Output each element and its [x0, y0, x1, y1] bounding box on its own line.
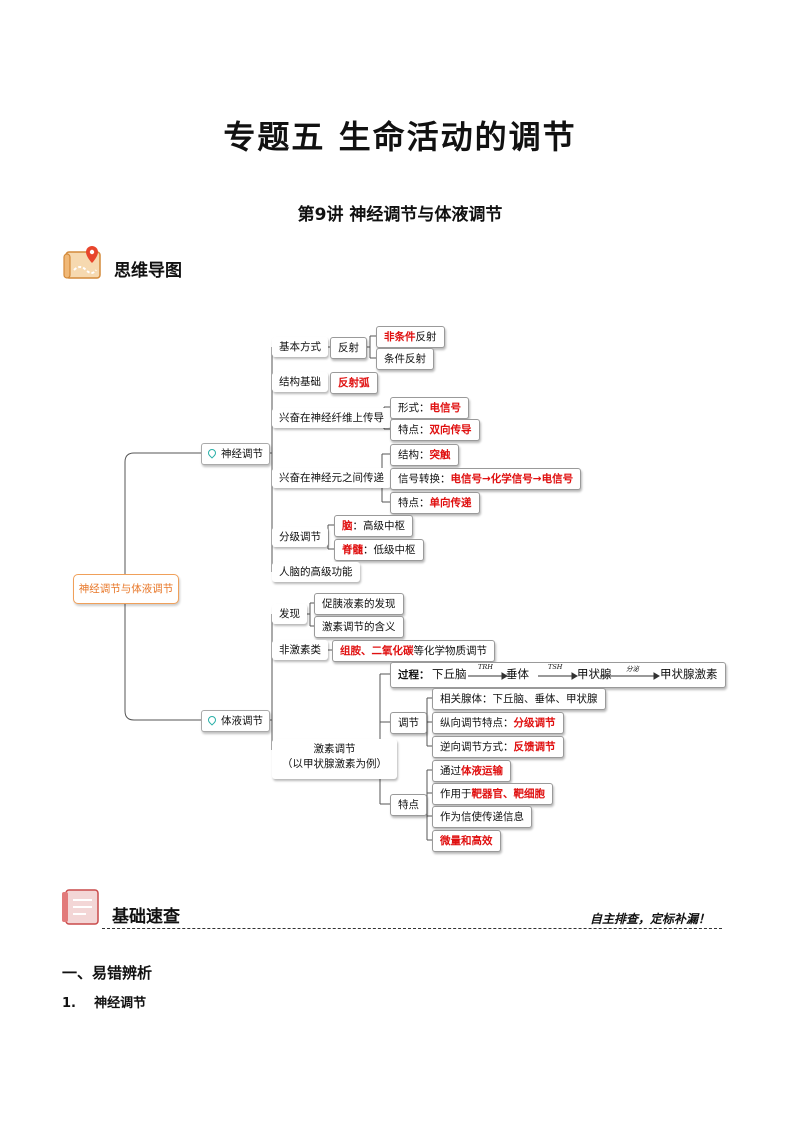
non-hormone-node: 非激素类 — [272, 640, 328, 660]
between-neurons-node: 兴奋在神经元之间传递 — [272, 468, 391, 488]
reflex-arc-node: 反射弧 — [330, 372, 378, 394]
basics-section-label: 基础速查 — [112, 907, 180, 927]
secretin-node: 促胰液素的发现 — [314, 593, 404, 615]
section-divider — [102, 928, 722, 929]
regulation-node: 调节 — [390, 712, 427, 734]
checklist-icon — [60, 886, 104, 928]
reverse-regulation-node: 逆向调节方式：反馈调节 — [432, 736, 564, 758]
neural-regulation-node: 神经调节 — [201, 443, 270, 465]
map-scroll-icon — [62, 244, 106, 284]
process-hypothalamus: 下丘脑 — [432, 667, 467, 681]
target-node: 作用于靶器官、靶细胞 — [432, 783, 553, 805]
reflex-node: 反射 — [330, 337, 367, 359]
basics-section-slogan: 自主排查，定标补漏！ — [590, 912, 711, 926]
unconditioned-reflex-node: 非条件反射 — [376, 326, 445, 348]
page-title: 专题五 生命活动的调节 — [223, 118, 577, 156]
structure-basis-node: 结构基础 — [272, 372, 328, 392]
form-node: 形式：电信号 — [390, 397, 469, 419]
brain-node: 脑：高级中枢 — [334, 515, 413, 537]
hormone-meaning-node: 激素调节的含义 — [314, 616, 404, 638]
conditioned-reflex-node: 条件反射 — [376, 348, 434, 370]
hormone-features-node: 特点 — [390, 794, 427, 816]
process-arrows — [468, 672, 660, 680]
tsh-arrow-label: TSH — [548, 663, 563, 671]
secrete-arrow-label: 分泌 — [626, 665, 639, 673]
item-one-heading: 1. 神经调节 — [62, 996, 147, 1011]
location-pin-icon — [206, 447, 218, 459]
basic-mode-node: 基本方式 — [272, 337, 328, 357]
related-glands-node: 相关腺体：下丘脑、垂体、甲状腺 — [432, 688, 606, 710]
location-pin-icon — [206, 714, 218, 726]
conduction-feature-node: 特点：双向传导 — [390, 419, 480, 441]
vertical-regulation-node: 纵向调节特点：分级调节 — [432, 712, 564, 734]
higher-functions-node: 人脑的高级功能 — [272, 562, 360, 582]
section-one-heading: 一、易错辨析 — [62, 964, 153, 982]
efficient-node: 微量和高效 — [432, 830, 501, 852]
hormone-regulation-node: 激素调节 （以甲状腺激素为例） — [272, 739, 397, 779]
trh-arrow-label: TRH — [478, 663, 493, 671]
process-pituitary: 垂体 — [506, 667, 529, 681]
graded-regulation-node: 分级调节 — [272, 527, 328, 547]
via-body-fluid-node: 通过体液运输 — [432, 760, 511, 782]
spinal-cord-node: 脊髓：低级中枢 — [334, 539, 424, 561]
mindmap-root-node: 神经调节与体液调节 — [73, 574, 179, 604]
synapse-node: 结构：突触 — [390, 444, 459, 466]
hormone-process-node: 过程： — [390, 662, 726, 688]
messenger-node: 作为信使传递信息 — [432, 806, 532, 828]
process-thyroid: 甲状腺 — [577, 667, 612, 681]
transmission-feature-node: 特点：单向传递 — [390, 492, 480, 514]
signal-conversion-node: 信号转换：电信号→化学信号→电信号 — [390, 468, 582, 490]
discovery-node: 发现 — [272, 604, 307, 624]
mindmap-section-label: 思维导图 — [114, 261, 182, 281]
fiber-conduction-node: 兴奋在神经纤维上传导 — [272, 408, 391, 428]
chemical-substances-node: 组胺、二氧化碳等化学物质调节 — [332, 640, 495, 662]
humoral-regulation-node: 体液调节 — [201, 710, 270, 732]
lesson-subtitle: 第9讲 神经调节与体液调节 — [297, 205, 503, 225]
process-thyroid-hormone: 甲状腺激素 — [660, 667, 718, 681]
